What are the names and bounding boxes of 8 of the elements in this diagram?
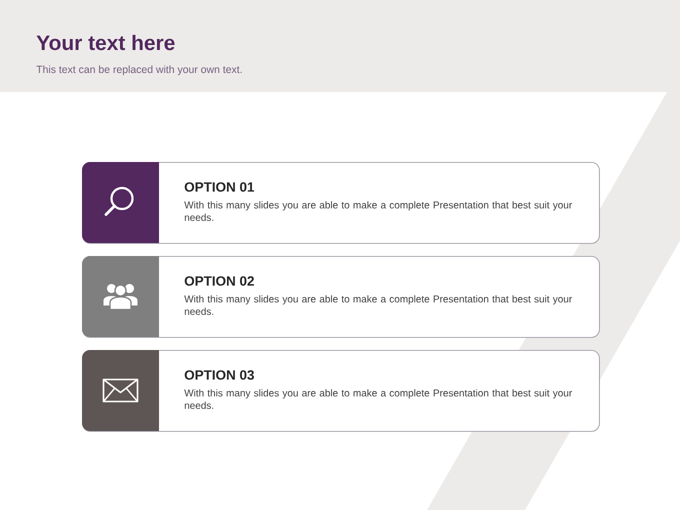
subtitle: This text can be replaced with your own text. bbox=[36, 65, 242, 76]
option-heading: OPTION 01 bbox=[184, 182, 254, 192]
title: Your text here bbox=[36, 34, 175, 50]
option-text: With this many slides you are able to make a complete Presentation that best suit your needs. bbox=[184, 389, 572, 409]
option-text: With this many slides you are able to make a complete Presentation that best suit your needs. bbox=[184, 201, 572, 221]
option-text: With this many slides you are able to make a complete Presentation that best suit your needs. bbox=[184, 295, 572, 315]
option-heading: OPTION 03 bbox=[184, 370, 254, 380]
option-heading: OPTION 02 bbox=[184, 276, 254, 286]
